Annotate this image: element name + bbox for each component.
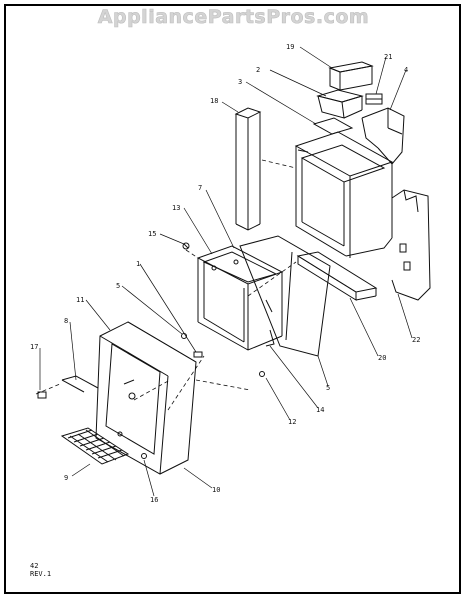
part-13-liner <box>196 245 284 351</box>
part-15-screw <box>182 242 190 250</box>
callout-7: 7 <box>198 184 203 192</box>
callout-19: 19 <box>286 43 295 51</box>
callout-9: 9 <box>64 474 69 482</box>
revision-label: REV.1 <box>30 570 52 578</box>
callout-1: 1 <box>136 260 141 268</box>
callout-8: 8 <box>64 317 69 325</box>
part-5-back-panel <box>239 235 331 357</box>
part-2-tray <box>316 89 364 119</box>
part-12-screw <box>259 371 265 377</box>
page-number: 42 <box>30 562 39 570</box>
callout-16: 16 <box>150 496 159 504</box>
part-17-tab <box>37 391 47 399</box>
footer: 42 REV.1 <box>30 562 51 578</box>
part-19-block <box>328 61 374 91</box>
callout-10: 10 <box>212 486 221 494</box>
callout-21: 21 <box>384 53 393 61</box>
part-10-front-frame <box>95 321 197 475</box>
part-8-trim <box>61 375 99 393</box>
callout-17: 17 <box>30 343 39 351</box>
assembly-lines <box>35 159 297 411</box>
page-border <box>4 4 461 594</box>
callout-2: 2 <box>256 66 261 74</box>
part-18-post <box>234 107 262 231</box>
callout-11: 11 <box>76 296 85 304</box>
callout-18: 18 <box>210 97 219 105</box>
part-21-plug <box>365 93 383 105</box>
callout-4: 4 <box>404 66 409 74</box>
frame-screw <box>117 431 123 437</box>
part-22-panel <box>391 189 431 301</box>
part-20-bar <box>296 251 378 301</box>
callout-5-right: 5 <box>326 384 331 392</box>
part-4-bracket <box>361 107 405 165</box>
part-16-screw <box>141 453 147 459</box>
callout-15: 15 <box>148 230 157 238</box>
leader-lines <box>39 46 413 497</box>
watermark: AppliancePartsPros.com <box>97 6 370 29</box>
callout-22: 22 <box>412 336 421 344</box>
part-1-clip <box>193 351 203 358</box>
callout-14: 14 <box>316 406 325 414</box>
part-14-bracket <box>265 329 275 347</box>
callout-5-left: 5 <box>116 282 121 290</box>
part-3-housing <box>294 117 394 258</box>
callout-3: 3 <box>238 78 243 86</box>
part-9-grille <box>60 427 130 465</box>
callout-13: 13 <box>172 204 181 212</box>
callout-12: 12 <box>288 418 297 426</box>
callout-20: 20 <box>378 354 387 362</box>
